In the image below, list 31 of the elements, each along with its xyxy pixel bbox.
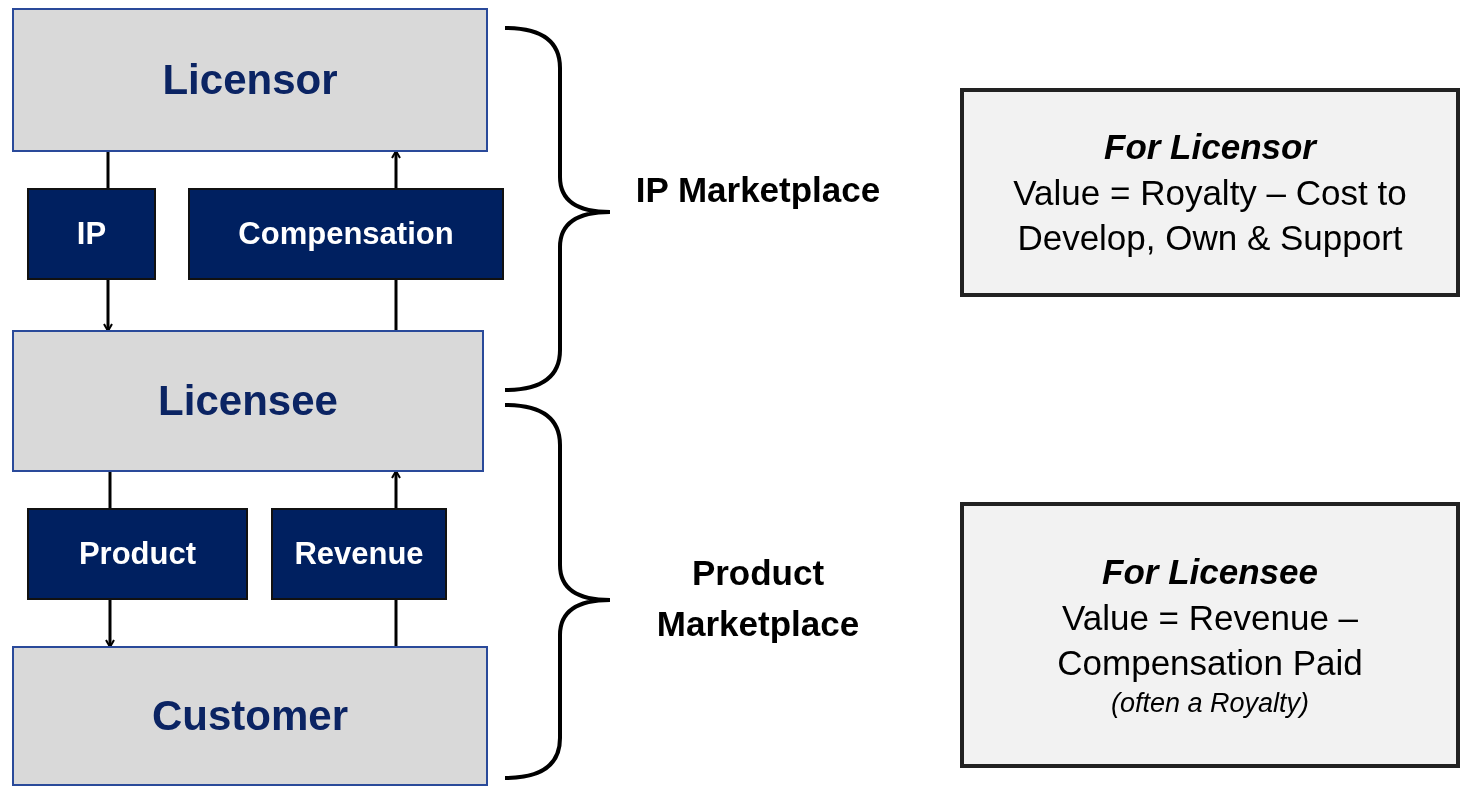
box-heading: For Licensor bbox=[1104, 126, 1316, 169]
node-label: Licensor bbox=[162, 56, 338, 104]
formula-text: Value = Royalty – Cost to Develop, Own & Support bbox=[1012, 171, 1408, 260]
node-label: Customer bbox=[151, 692, 348, 740]
node-label: IP bbox=[76, 216, 107, 252]
marketplace-label: IP Marketplace bbox=[634, 169, 882, 211]
marketplace-label: Product Marketplace bbox=[655, 552, 861, 645]
connector-line bbox=[394, 280, 398, 330]
flow-box bbox=[27, 188, 156, 280]
value-box bbox=[960, 88, 1460, 297]
arrow bbox=[391, 150, 401, 188]
party-box bbox=[12, 330, 484, 472]
connector-line bbox=[106, 152, 110, 188]
party-box bbox=[12, 646, 488, 786]
formula-text: Value = Revenue – Compensation Paid bbox=[1056, 596, 1364, 685]
arrow bbox=[103, 280, 113, 332]
flow-box bbox=[188, 188, 504, 280]
connector-line bbox=[394, 600, 398, 646]
node-label: Product bbox=[78, 536, 197, 572]
arrow bbox=[391, 470, 401, 508]
connector-line bbox=[108, 472, 112, 508]
value-box bbox=[960, 502, 1460, 768]
arrow bbox=[105, 600, 115, 648]
flow-box bbox=[27, 508, 248, 600]
node-label: Licensee bbox=[158, 377, 338, 425]
box-heading: For Licensee bbox=[1102, 551, 1318, 594]
node-label: Compensation bbox=[238, 216, 454, 252]
note-text: (often a Royalty) bbox=[1110, 686, 1310, 720]
flow-box bbox=[271, 508, 447, 600]
party-box bbox=[12, 8, 488, 152]
node-label: Revenue bbox=[294, 536, 424, 572]
